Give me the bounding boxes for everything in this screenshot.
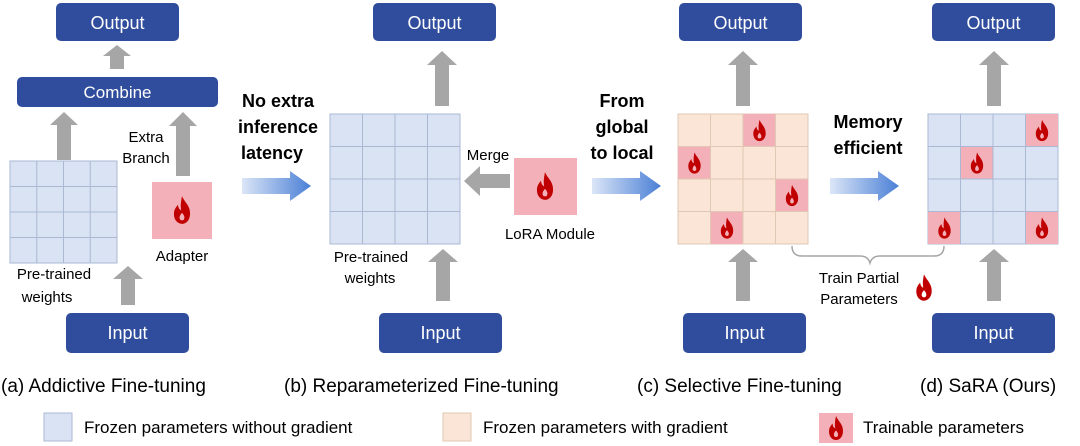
weights-grid-a	[9, 160, 118, 264]
up-arrow-icon	[50, 112, 78, 160]
panel-d: Output Input (d) SaRA (Ours)	[920, 3, 1059, 397]
weights-label-a: Pre-trained	[17, 266, 91, 283]
up-arrow-icon	[428, 249, 458, 301]
output-box-c	[679, 3, 802, 41]
transition-2-text: global	[596, 117, 649, 137]
train-partial-brace: Train Partial Parameters	[791, 245, 945, 308]
transition-2-text: From	[600, 91, 645, 111]
left-arrow-icon	[464, 166, 510, 196]
input-box-b	[379, 313, 502, 353]
transition-1-text: No extra	[242, 91, 315, 111]
legend-swatch-frozen-grad	[442, 412, 472, 442]
input-label-d: Input	[973, 323, 1013, 343]
output-label-b: Output	[407, 13, 461, 33]
right-arrow-icon	[592, 171, 661, 201]
up-arrow-icon	[979, 249, 1009, 301]
up-arrow-icon	[427, 51, 457, 106]
combine-box	[17, 77, 218, 107]
combine-label: Combine	[83, 83, 151, 102]
output-label-a: Output	[90, 13, 144, 33]
legend-label-frozen-grad: Frozen parameters with gradient	[483, 418, 728, 437]
input-box-d	[932, 313, 1055, 353]
up-arrow-icon	[728, 51, 758, 106]
up-arrow-icon	[113, 266, 143, 305]
caption-a: (a) Addictive Fine-tuning	[1, 376, 206, 397]
transition-2: From global to local	[590, 91, 661, 201]
output-label-c: Output	[713, 13, 767, 33]
flame-icon	[916, 274, 932, 301]
legend-label-frozen-no-grad: Frozen parameters without gradient	[84, 418, 353, 437]
weights-label-b: Pre-trained	[334, 249, 408, 266]
transition-3-text: efficient	[833, 138, 902, 158]
right-arrow-icon	[242, 171, 311, 201]
merge-label: Merge	[467, 147, 510, 164]
up-arrow-icon	[979, 51, 1009, 106]
transition-1-text: latency	[241, 143, 303, 163]
panel-a: Output Combine Extra Branch Adapter Pre-…	[1, 3, 218, 397]
lora-label: LoRA Module	[505, 226, 595, 243]
up-arrow-icon	[103, 45, 131, 69]
train-partial-label: Parameters	[820, 291, 898, 308]
extra-branch-label: Extra	[128, 129, 164, 146]
legend: Frozen parameters without gradient Froze…	[43, 412, 1024, 443]
input-label-c: Input	[724, 323, 764, 343]
transition-2-text: to local	[590, 143, 653, 163]
extra-branch-label: Branch	[122, 150, 170, 167]
caption-c: (c) Selective Fine-tuning	[637, 376, 842, 397]
input-label-b: Input	[420, 323, 460, 343]
right-arrow-icon	[830, 171, 899, 201]
panel-c: Output Input (c) Selective Fine-tuning	[637, 3, 842, 397]
weights-label-a: weights	[21, 289, 73, 306]
train-partial-label: Train Partial	[819, 270, 899, 287]
legend-label-trainable: Trainable parameters	[863, 418, 1024, 437]
caption-d: (d) SaRA (Ours)	[920, 376, 1056, 397]
weights-grid-b	[329, 113, 461, 245]
input-label-a: Input	[107, 323, 147, 343]
output-box-a	[56, 3, 179, 41]
caption-b: (b) Reparameterized Fine-tuning	[284, 376, 559, 397]
input-box-a	[66, 313, 189, 353]
output-box-b	[373, 3, 496, 41]
up-arrow-icon	[728, 249, 758, 301]
transition-1: No extra inference latency	[238, 91, 318, 201]
up-arrow-icon	[169, 112, 197, 176]
param-grid-c	[677, 113, 809, 245]
input-box-c	[683, 313, 806, 353]
transition-3: Memory efficient	[830, 112, 903, 201]
adapter-label: Adapter	[156, 248, 209, 265]
curly-brace-icon	[791, 245, 945, 266]
transition-3-text: Memory	[833, 112, 902, 132]
panel-b: Output Merge LoRA Module Pre-trained wei…	[284, 3, 595, 397]
transition-1-text: inference	[238, 117, 318, 137]
legend-swatch-frozen-no-grad	[43, 412, 73, 442]
weights-label-b: weights	[344, 270, 396, 287]
output-box-d	[932, 3, 1055, 41]
output-label-d: Output	[966, 13, 1020, 33]
param-grid-d	[927, 113, 1059, 245]
